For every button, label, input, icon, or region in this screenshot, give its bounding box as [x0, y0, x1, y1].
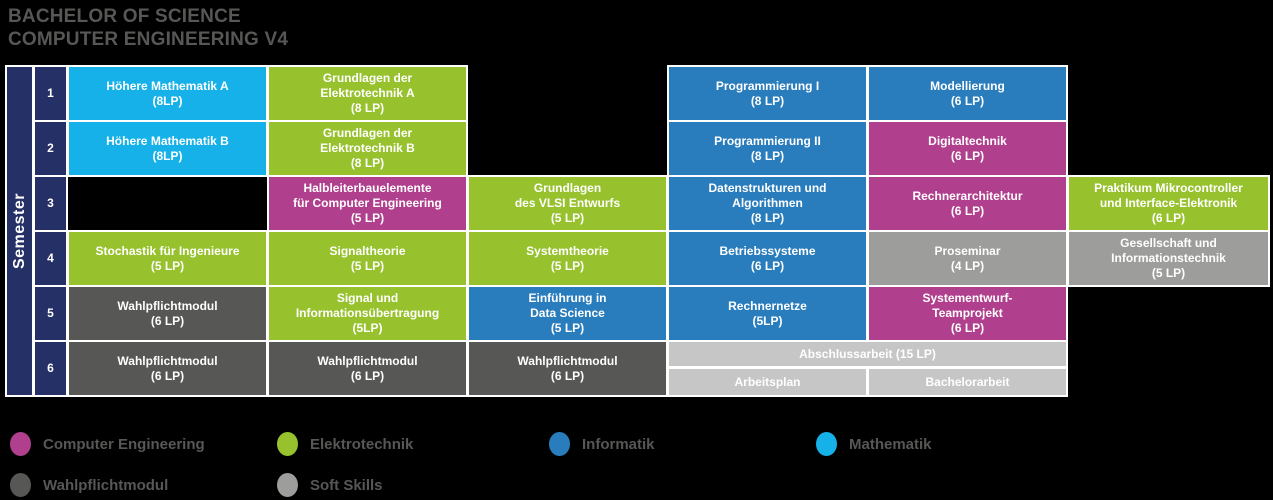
module-vlsi-entwurf: Grundlagen des VLSI Entwurfs (5 LP): [469, 177, 666, 230]
module-wahlpflichtmodul-6-1: Wahlpflichtmodul (6 LP): [69, 342, 266, 395]
module-programmierung-1: Programmierung I (8 LP): [669, 67, 866, 120]
module-praktikum-mikrocontroller: Praktikum Mikrocontroller und Interface-…: [1069, 177, 1268, 230]
soft-skills-dot-icon: [277, 473, 298, 497]
legend-item-computer-engineering: Computer Engineering: [10, 431, 205, 457]
module-abschlussarbeit: Abschlussarbeit (15 LP): [669, 342, 1066, 366]
module-hoehere-mathematik-a: Höhere Mathematik A (8LP): [69, 67, 266, 120]
module-empty-slot: [69, 177, 266, 230]
legend-item-soft-skills: Soft Skills: [277, 472, 383, 498]
module-wahlpflichtmodul-6-3: Wahlpflichtmodul (6 LP): [469, 342, 666, 395]
legend-label-elektrotechnik: Elektrotechnik: [310, 435, 414, 453]
semester-number-6: 6: [35, 342, 66, 395]
computer-engineering-dot-icon: [10, 432, 31, 456]
title-line1: BACHELOR OF SCIENCE: [8, 6, 241, 27]
module-rechnernetze: Rechnernetze (5LP): [669, 287, 866, 340]
module-datenstrukturen-algorithmen: Datenstrukturen und Algorithmen (8 LP): [669, 177, 866, 230]
module-programmierung-2: Programmierung II (8 LP): [669, 122, 866, 175]
legend-item-mathematik: Mathematik: [816, 431, 932, 457]
semester-axis: Semester: [7, 67, 32, 395]
module-betriebssysteme: Betriebssysteme (6 LP): [669, 232, 866, 285]
page-title: BACHELOR OF SCIENCE COMPUTER ENGINEERING…: [8, 5, 288, 51]
legend-label-soft-skills: Soft Skills: [310, 476, 383, 494]
module-hoehere-mathematik-b: Höhere Mathematik B (8LP): [69, 122, 266, 175]
legend-label-computer-engineering: Computer Engineering: [43, 435, 205, 453]
legend-item-informatik: Informatik: [549, 431, 655, 457]
informatik-dot-icon: [549, 432, 570, 456]
mathematik-dot-icon: [816, 432, 837, 456]
wahlpflichtmodul-dot-icon: [10, 473, 31, 497]
semester-number-4: 4: [35, 232, 66, 285]
module-digitaltechnik: Digitaltechnik (6 LP): [869, 122, 1066, 175]
module-stochastik: Stochastik für Ingenieure (5 LP): [69, 232, 266, 285]
module-modellierung: Modellierung (6 LP): [869, 67, 1066, 120]
module-einfuehrung-data-science: Einführung in Data Science (5 LP): [469, 287, 666, 340]
module-gesellschaft-informationstechnik: Gesellschaft und Informationstechnik (5 …: [1069, 232, 1268, 285]
semester-axis-label: Semester: [10, 192, 28, 270]
title-line2: COMPUTER ENGINEERING V4: [8, 29, 289, 50]
semester-number-1: 1: [35, 67, 66, 120]
semester-number-2: 2: [35, 122, 66, 175]
module-arbeitsplan: Arbeitsplan: [669, 369, 866, 395]
legend-item-elektrotechnik: Elektrotechnik: [277, 431, 413, 457]
module-wahlpflichtmodul-5-1: Wahlpflichtmodul (6 LP): [69, 287, 266, 340]
module-rechnerarchitektur: Rechnerarchitektur (6 LP): [869, 177, 1066, 230]
legend-label-mathematik: Mathematik: [849, 435, 932, 453]
module-proseminar: Proseminar (4 LP): [869, 232, 1066, 285]
module-systementwurf-teamprojekt: Systementwurf- Teamprojekt (6 LP): [869, 287, 1066, 340]
legend-label-informatik: Informatik: [582, 435, 655, 453]
legend-item-wahlpflichtmodul: Wahlpflichtmodul: [10, 472, 168, 498]
semester-number-3: 3: [35, 177, 66, 230]
elektrotechnik-dot-icon: [277, 432, 298, 456]
module-signaltheorie: Signaltheorie (5 LP): [269, 232, 466, 285]
module-bachelorarbeit: Bachelorarbeit: [869, 369, 1066, 395]
module-signal-informationsuebertragung: Signal und Informationsübertragung (5LP): [269, 287, 466, 340]
semester-number-5: 5: [35, 287, 66, 340]
module-grundlagen-elektrotechnik-b: Grundlagen der Elektrotechnik B (8 LP): [269, 122, 466, 175]
module-wahlpflichtmodul-6-2: Wahlpflichtmodul (6 LP): [269, 342, 466, 395]
module-grundlagen-elektrotechnik-a: Grundlagen der Elektrotechnik A (8 LP): [269, 67, 466, 120]
module-systemtheorie: Systemtheorie (5 LP): [469, 232, 666, 285]
legend-label-wahlpflichtmodul: Wahlpflichtmodul: [43, 476, 169, 494]
module-halbleiterbauelemente: Halbleiterbauelemente für Computer Engin…: [269, 177, 466, 230]
